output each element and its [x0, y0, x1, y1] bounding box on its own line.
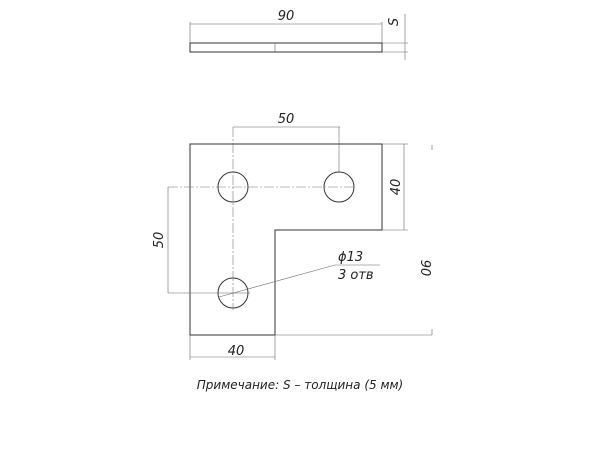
arm-width-right-label: 40 [389, 179, 404, 196]
plan-view: 50 50 40 90 40 ϕ13 3 отв [152, 112, 433, 360]
l-shaped-plate-outline [189, 143, 383, 336]
thickness-note: Примечание: S – толщина (5 мм) [197, 378, 403, 392]
overall-height-label: 90 [417, 260, 432, 277]
width-dimension-label: 90 [278, 9, 295, 24]
arm-width-bottom-label: 40 [228, 344, 245, 359]
top-view: 90 S [189, 9, 408, 60]
hole-diameter-label: ϕ13 [338, 250, 363, 265]
leader-line [218, 264, 336, 298]
hole-count-label: 3 отв [338, 268, 374, 283]
thickness-dimension-label: S [387, 18, 402, 26]
hole-spacing-horizontal-label: 50 [278, 112, 295, 127]
plate-side-profile [189, 42, 383, 53]
hole-spacing-vertical-label: 50 [152, 232, 167, 249]
